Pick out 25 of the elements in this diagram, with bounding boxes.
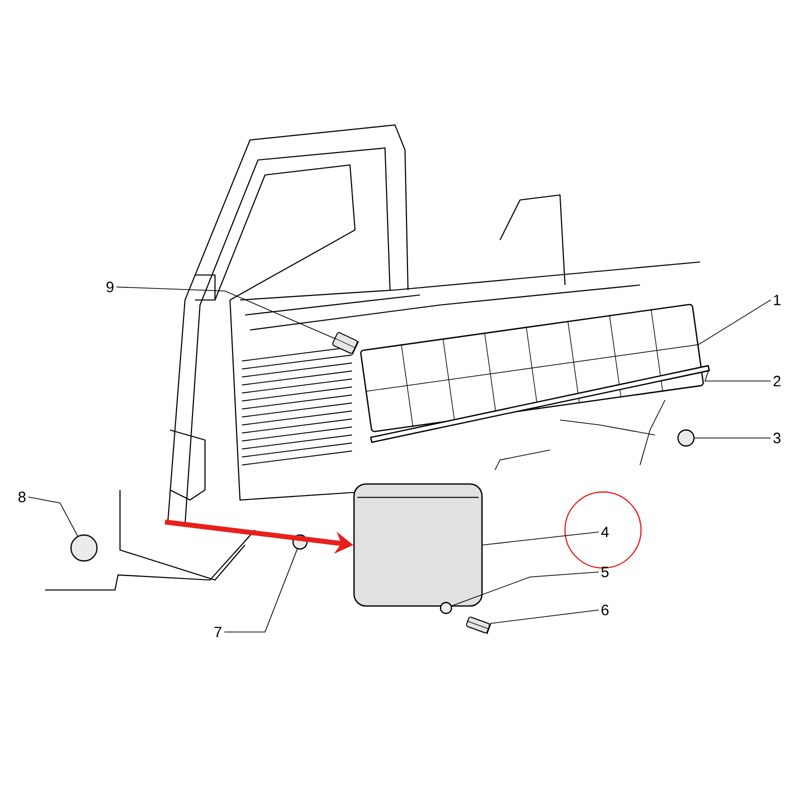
- leader-line: [116, 286, 335, 339]
- callout-number: 3: [773, 432, 781, 444]
- screw: [332, 332, 360, 356]
- clip: [70, 534, 98, 562]
- callout-number: 4: [601, 526, 609, 538]
- door-pocket: [353, 483, 483, 607]
- callout-number: 8: [18, 492, 26, 502]
- callout-number: 9: [106, 282, 114, 292]
- leader-line: [224, 548, 298, 632]
- clip: [677, 429, 695, 447]
- callout-number: 6: [602, 604, 609, 616]
- leader-line: [490, 610, 600, 624]
- leader-line: [451, 572, 600, 606]
- trim-panel: [360, 304, 704, 432]
- callout-number: 2: [774, 376, 780, 386]
- callout-number: 7: [214, 626, 222, 638]
- nut: [440, 602, 452, 614]
- clip: [292, 534, 308, 550]
- leader-line: [28, 496, 78, 536]
- leader-line: [482, 532, 600, 546]
- leader-line: [698, 300, 772, 345]
- callout-number: 1: [774, 294, 780, 306]
- callout-number: 5: [601, 566, 609, 578]
- leader-line: [704, 368, 772, 382]
- screw: [466, 616, 492, 635]
